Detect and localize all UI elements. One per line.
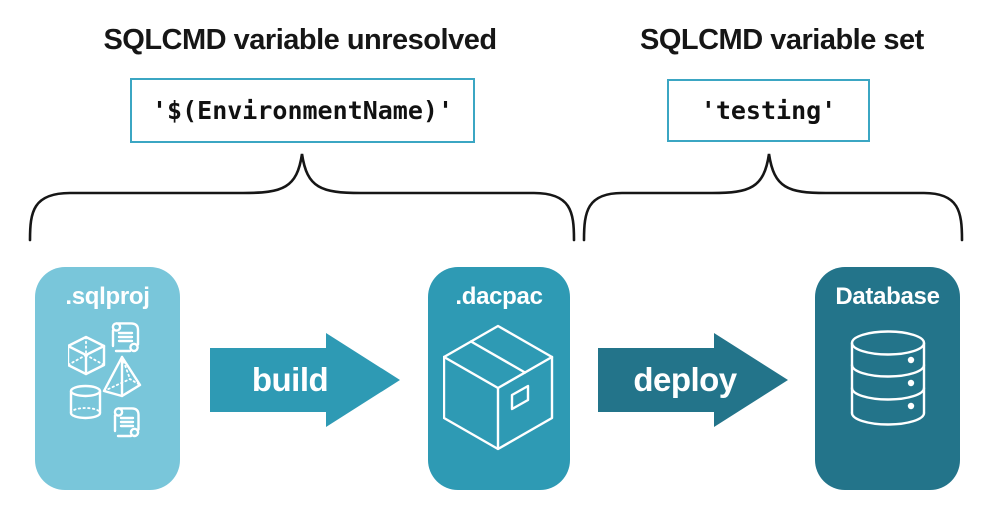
sqlproj-label: .sqlproj bbox=[65, 283, 150, 310]
database-cylinder-icon bbox=[850, 330, 926, 426]
script-scroll-icon bbox=[113, 407, 140, 438]
deploy-arrow: deploy bbox=[598, 333, 790, 427]
arrow-shape-icon bbox=[598, 333, 788, 427]
deploy-label: deploy bbox=[633, 361, 737, 398]
dacpac-label: .dacpac bbox=[455, 283, 543, 310]
code-testing-value: 'testing' bbox=[700, 96, 837, 125]
build-label: build bbox=[251, 361, 329, 398]
code-box-testing-value: 'testing' bbox=[667, 79, 870, 142]
database-label: Database bbox=[835, 283, 940, 310]
sqlproj-node: .sqlproj bbox=[35, 267, 180, 490]
build-arrow: build bbox=[210, 333, 402, 427]
cylinder-icon bbox=[69, 384, 102, 420]
left-brace bbox=[28, 153, 576, 242]
cube-icon bbox=[68, 335, 106, 376]
arrow-shape-icon bbox=[210, 333, 400, 427]
database-node: Database bbox=[815, 267, 960, 490]
heading-set: SQLCMD variable set bbox=[640, 24, 924, 56]
script-scroll-icon bbox=[111, 322, 140, 353]
right-brace bbox=[582, 153, 964, 242]
code-environment-variable: '$(EnvironmentName)' bbox=[151, 96, 454, 125]
pyramid-icon bbox=[102, 355, 142, 398]
code-box-environment-variable: '$(EnvironmentName)' bbox=[130, 78, 475, 143]
sql-objects-icon bbox=[68, 322, 142, 438]
package-box-icon bbox=[443, 324, 554, 451]
heading-unresolved: SQLCMD variable unresolved bbox=[103, 24, 497, 56]
dacpac-node: .dacpac bbox=[428, 267, 570, 490]
